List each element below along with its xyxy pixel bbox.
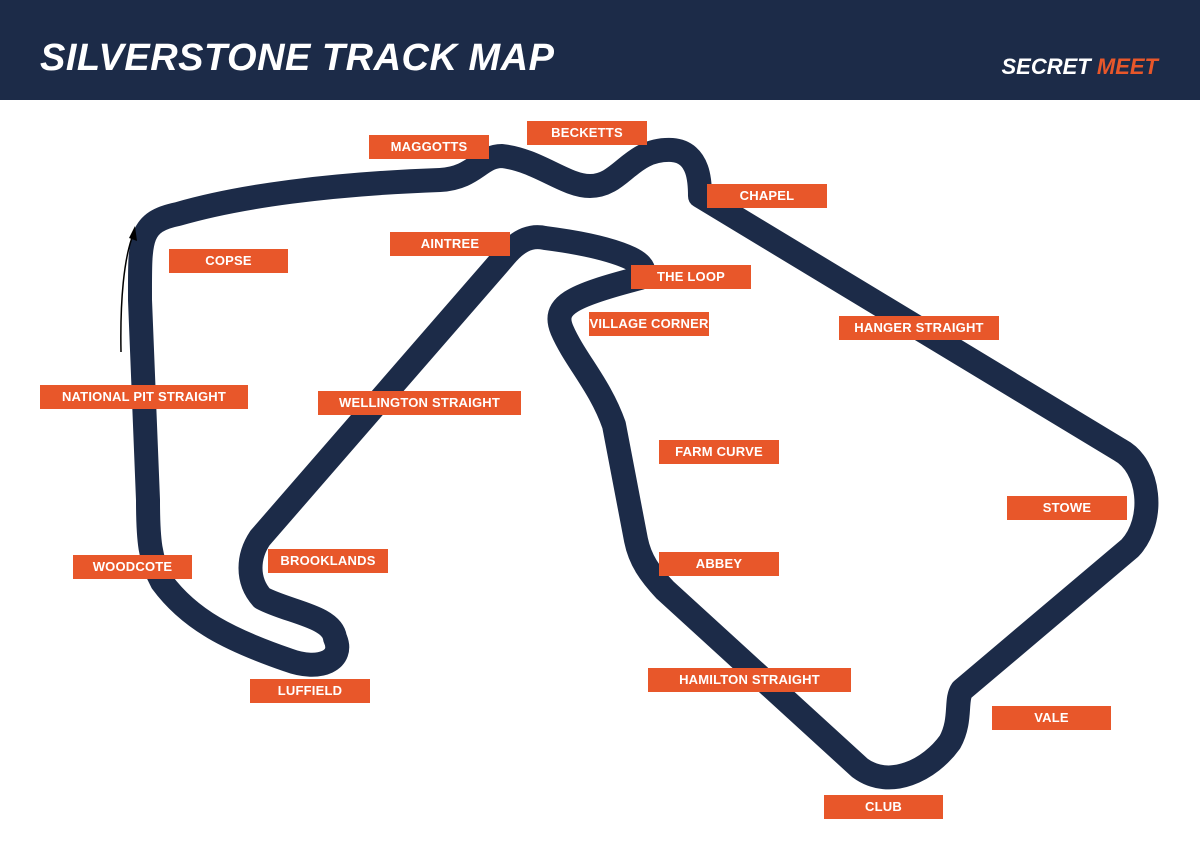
label-the-loop: THE LOOP xyxy=(631,265,751,289)
brand-logo-meet: MEET xyxy=(1096,54,1158,79)
label-maggotts: MAGGOTTS xyxy=(369,135,489,159)
brand-logo-secret: SECRET xyxy=(1001,54,1091,79)
label-chapel: CHAPEL xyxy=(707,184,827,208)
label-woodcote: WOODCOTE xyxy=(73,555,192,579)
label-national-pit-straight: NATIONAL PIT STRAIGHT xyxy=(40,385,248,409)
label-copse: COPSE xyxy=(169,249,288,273)
label-club: CLUB xyxy=(824,795,943,819)
label-abbey: ABBEY xyxy=(659,552,779,576)
label-luffield: LUFFIELD xyxy=(250,679,370,703)
direction-arrow-icon xyxy=(120,226,137,353)
label-aintree: AINTREE xyxy=(390,232,510,256)
label-vale: VALE xyxy=(992,706,1111,730)
label-hanger-straight: HANGER STRAIGHT xyxy=(839,316,999,340)
label-brooklands: BROOKLANDS xyxy=(268,549,388,573)
label-wellington-straight: WELLINGTON STRAIGHT xyxy=(318,391,521,415)
label-becketts: BECKETTS xyxy=(527,121,647,145)
label-village-corner: VILLAGE CORNER xyxy=(589,312,709,336)
label-stowe: STOWE xyxy=(1007,496,1127,520)
header-bar: SILVERSTONE TRACK MAP SECRET MEET xyxy=(0,0,1200,100)
track-outline xyxy=(127,138,1159,790)
page-title: SILVERSTONE TRACK MAP xyxy=(40,37,555,79)
label-hamilton-straight: HAMILTON STRAIGHT xyxy=(648,668,851,692)
brand-logo: SECRET MEET xyxy=(1002,54,1159,80)
label-farm-curve: FARM CURVE xyxy=(659,440,779,464)
